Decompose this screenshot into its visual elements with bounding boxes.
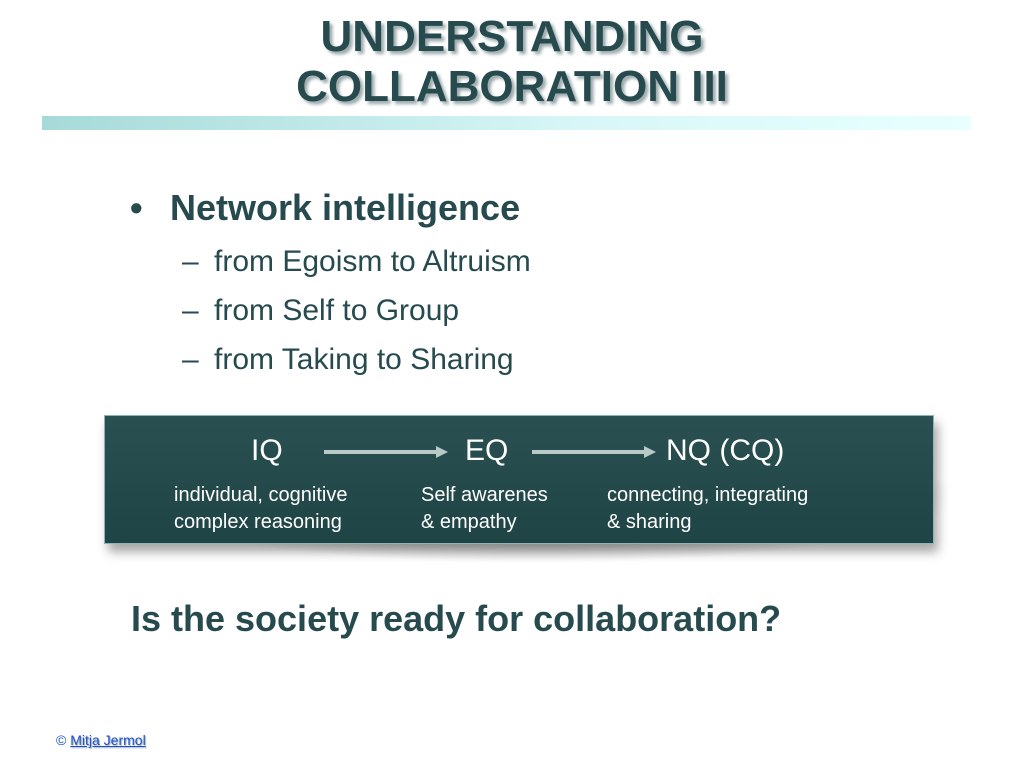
stage-label-nq: NQ (CQ) [666, 434, 785, 467]
sub-bullet-3: –from Taking to Sharing [182, 342, 514, 378]
bullet-main-text: Network intelligence [170, 187, 521, 228]
sub-bullet-text: from Egoism to Altruism [214, 245, 531, 278]
stage-desc-line: Self awarenes [421, 484, 548, 506]
stage-desc-nq: connecting, integrating & sharing [607, 482, 808, 536]
sub-bullet-text: from Taking to Sharing [214, 343, 514, 376]
stage-desc-iq: individual, cognitive complex reasoning [174, 482, 347, 536]
stage-desc-line: & sharing [607, 511, 692, 533]
dash-icon: – [182, 245, 199, 278]
slide-title: UNDERSTANDING COLLABORATION III [0, 12, 1024, 112]
arrow-right-icon [324, 446, 448, 458]
closing-question: Is the society ready for collaboration? [131, 598, 782, 639]
dash-icon: – [182, 294, 199, 327]
stage-desc-line: connecting, integrating [607, 484, 809, 506]
author-link[interactable]: Mitja Jermol [70, 732, 146, 748]
stage-desc-line: individual, cognitive [174, 484, 348, 506]
title-divider [42, 116, 971, 130]
copyright-icon: © [56, 732, 67, 748]
sub-bullet-2: –from Self to Group [182, 293, 459, 329]
stage-desc-line: & empathy [421, 511, 517, 533]
stage-desc-line: complex reasoning [174, 511, 342, 533]
stage-label-eq: EQ [465, 434, 509, 467]
intelligence-diagram-box [104, 415, 934, 544]
sub-bullet-1: –from Egoism to Altruism [182, 244, 531, 280]
slide-title-line1: UNDERSTANDING [320, 12, 704, 61]
stage-desc-eq: Self awarenes & empathy [421, 482, 548, 536]
bullet-network-intelligence: • Network intelligence [130, 186, 520, 230]
stage-label-iq: IQ [251, 434, 283, 467]
dash-icon: – [182, 343, 199, 376]
bullet-dot-icon: • [130, 187, 143, 228]
arrow-right-icon [532, 446, 656, 458]
footer-copyright: © Mitja Jermol [56, 731, 146, 749]
sub-bullet-text: from Self to Group [214, 294, 460, 327]
slide-title-line2: COLLABORATION III [296, 62, 728, 111]
